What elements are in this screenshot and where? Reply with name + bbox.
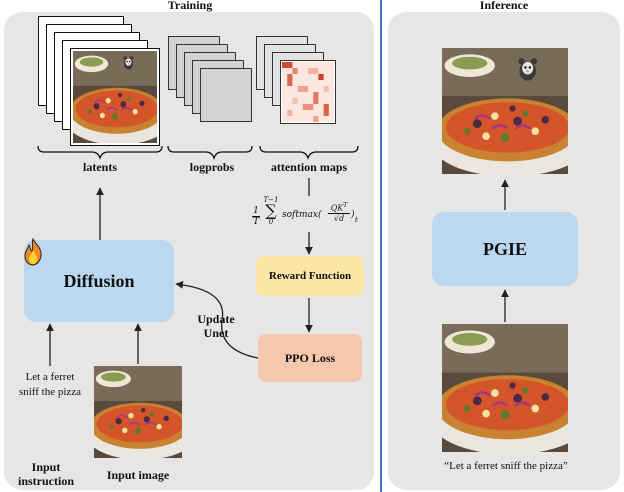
diffusion-box: Diffusion — [24, 240, 174, 322]
prompt-text: Let a ferret sniff the pizza — [18, 371, 82, 398]
pgie-label: PGIE — [482, 238, 527, 259]
input-image-label: Input image — [106, 468, 170, 482]
pgie-box: PGIE — [432, 212, 578, 286]
attention-maps-label: attention maps — [270, 160, 348, 174]
reward-function-box: Reward Function — [256, 256, 364, 296]
logprobs-brace — [167, 145, 253, 161]
arrow-ppo-to-diffusion — [175, 280, 259, 359]
inference-arrows — [501, 179, 509, 322]
diffusion-label: Diffusion — [63, 270, 135, 291]
training-title: Training — [167, 0, 213, 12]
panel-divider — [380, 0, 382, 492]
fire-icon — [24, 238, 42, 266]
ppo-loss-box: PPO Loss — [258, 334, 362, 382]
attention-heatmap — [282, 62, 334, 122]
braces — [37, 145, 359, 366]
attention-maps-stack — [254, 36, 354, 136]
reward-formula: 1 T T−1 ∑ 0 softmax( QKT √d ) t — [252, 196, 358, 227]
output-image — [442, 48, 568, 174]
inference-input-image — [442, 324, 568, 452]
logprobs-stack — [166, 36, 256, 136]
input-image — [94, 366, 182, 458]
inference-caption: “Let a ferret sniff the pizza” — [444, 460, 568, 472]
inference-title: Inference — [479, 0, 529, 12]
ppo-loss-label: PPO Loss — [284, 350, 336, 365]
update-unet-label: Update Unet — [197, 312, 235, 340]
latents-stack — [34, 14, 174, 146]
input-instruction-label: Input instruction — [17, 460, 74, 488]
reward-function-label: Reward Function — [268, 270, 352, 282]
logprobs-label: logprobs — [189, 160, 235, 174]
latents-brace — [37, 145, 163, 161]
latents-label: latents — [83, 160, 117, 174]
attention-brace — [259, 145, 359, 161]
